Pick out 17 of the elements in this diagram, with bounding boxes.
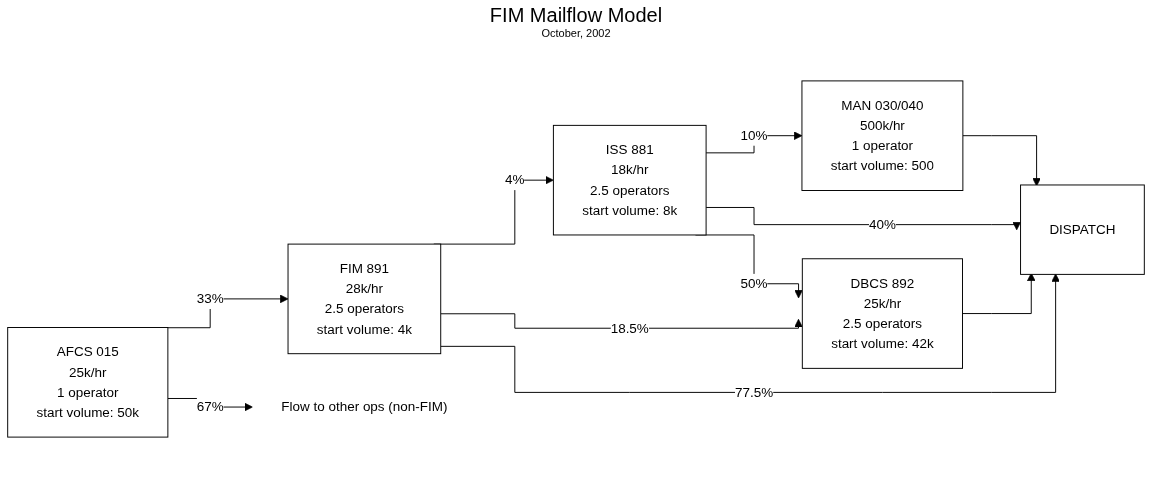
diagram-title: FIM Mailflow Model <box>488 4 664 27</box>
edge-label: 33% <box>196 290 224 307</box>
edge-label: 50% <box>740 275 768 291</box>
node-box: MAN 030/040 500k/hr 1 operator start volume: 500 <box>801 80 964 191</box>
node-box: FIM 891 28k/hr 2.5 operators start volume: 4k <box>287 243 442 355</box>
date-note: October, 2002 <box>540 27 612 39</box>
edge-label: 18.5% <box>610 320 649 336</box>
edge-label: 4% <box>505 171 525 188</box>
node-box: AFCS 015 25k/hr 1 operator start volume: 50k <box>7 327 169 438</box>
node-box: ISS 881 18k/hr 2.5 operators start volume: 8k <box>552 124 707 236</box>
edge-label: 67% <box>196 398 224 415</box>
node-box: DISPATCH <box>1020 184 1145 275</box>
edge-label: 77.5% <box>734 384 774 400</box>
edge-label: 10% <box>740 127 768 143</box>
node-box: DBCS 892 25k/hr 2.5 operators start volume: 42k <box>801 258 963 369</box>
node-text: Flow to other ops (non-FIM) <box>281 398 448 415</box>
edge-label: 40% <box>868 216 896 232</box>
